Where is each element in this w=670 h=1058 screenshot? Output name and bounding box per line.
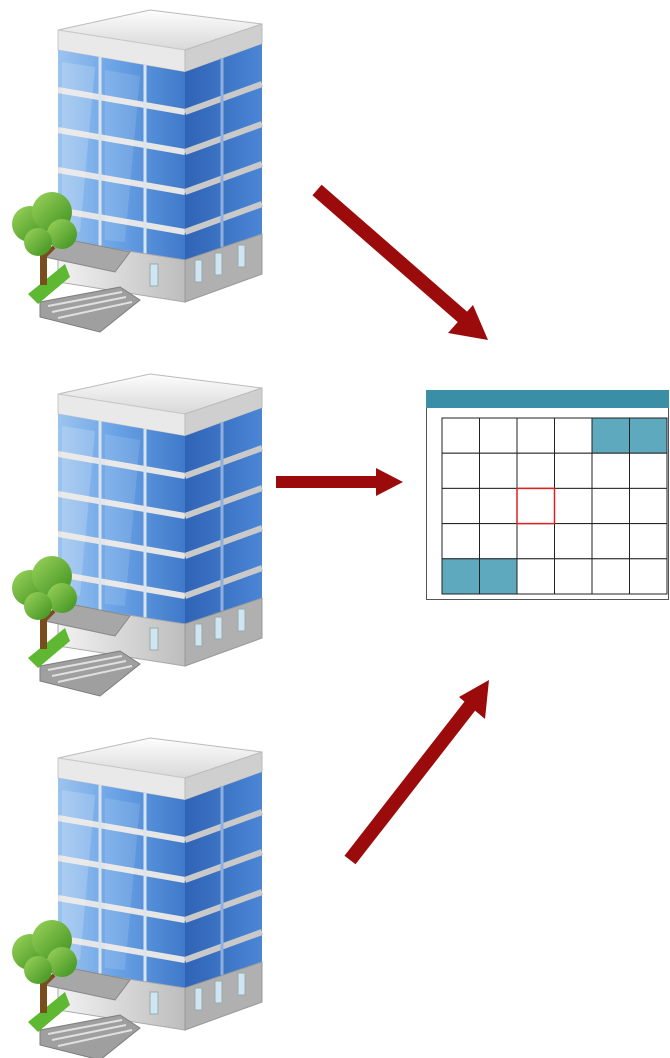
- calendar-cell: [441, 452, 480, 489]
- calendar-cell-selected: [516, 487, 556, 525]
- office-building-icon: [0, 730, 280, 1058]
- calendar-cell: [516, 487, 555, 525]
- calendar-cell: [441, 417, 480, 454]
- calendar-grid: [426, 390, 669, 600]
- calendar-cell: [554, 523, 593, 560]
- calendar-cell: [479, 452, 518, 489]
- calendar-cell: [516, 523, 555, 560]
- calendar-cell: [516, 417, 555, 454]
- office-building-icon: [0, 2, 280, 342]
- calendar-cell: [441, 487, 480, 525]
- calendar-cell-highlighted: [479, 558, 518, 595]
- calendar-cell: [591, 487, 630, 525]
- calendar-cell: [629, 487, 668, 525]
- arrow-icon: [276, 468, 403, 496]
- calendar-cell: [591, 523, 630, 560]
- calendar-cell: [554, 452, 593, 489]
- calendar-cell: [554, 417, 593, 454]
- calendar-cell: [516, 452, 555, 489]
- calendar-cell-highlighted: [629, 417, 668, 454]
- calendar-cell: [629, 452, 668, 489]
- calendar-cell: [479, 523, 518, 560]
- calendar-cell: [441, 523, 480, 560]
- calendar-cell: [629, 558, 668, 595]
- calendar-cell: [554, 487, 593, 525]
- calendar-cell: [479, 487, 518, 525]
- calendar-cell: [629, 523, 668, 560]
- calendar-cell: [591, 452, 630, 489]
- calendar-cell-highlighted: [441, 558, 480, 595]
- calendar-cell: [591, 558, 630, 595]
- calendar-cell-highlighted: [591, 417, 630, 454]
- calendar-icon: [426, 390, 669, 600]
- arrow-icon: [312, 184, 488, 340]
- calendar-header: [426, 390, 669, 408]
- office-building-icon: [0, 366, 280, 706]
- calendar-cell: [554, 558, 593, 595]
- arrow-icon: [344, 680, 489, 865]
- calendar-cell: [479, 417, 518, 454]
- calendar-cell: [516, 558, 555, 595]
